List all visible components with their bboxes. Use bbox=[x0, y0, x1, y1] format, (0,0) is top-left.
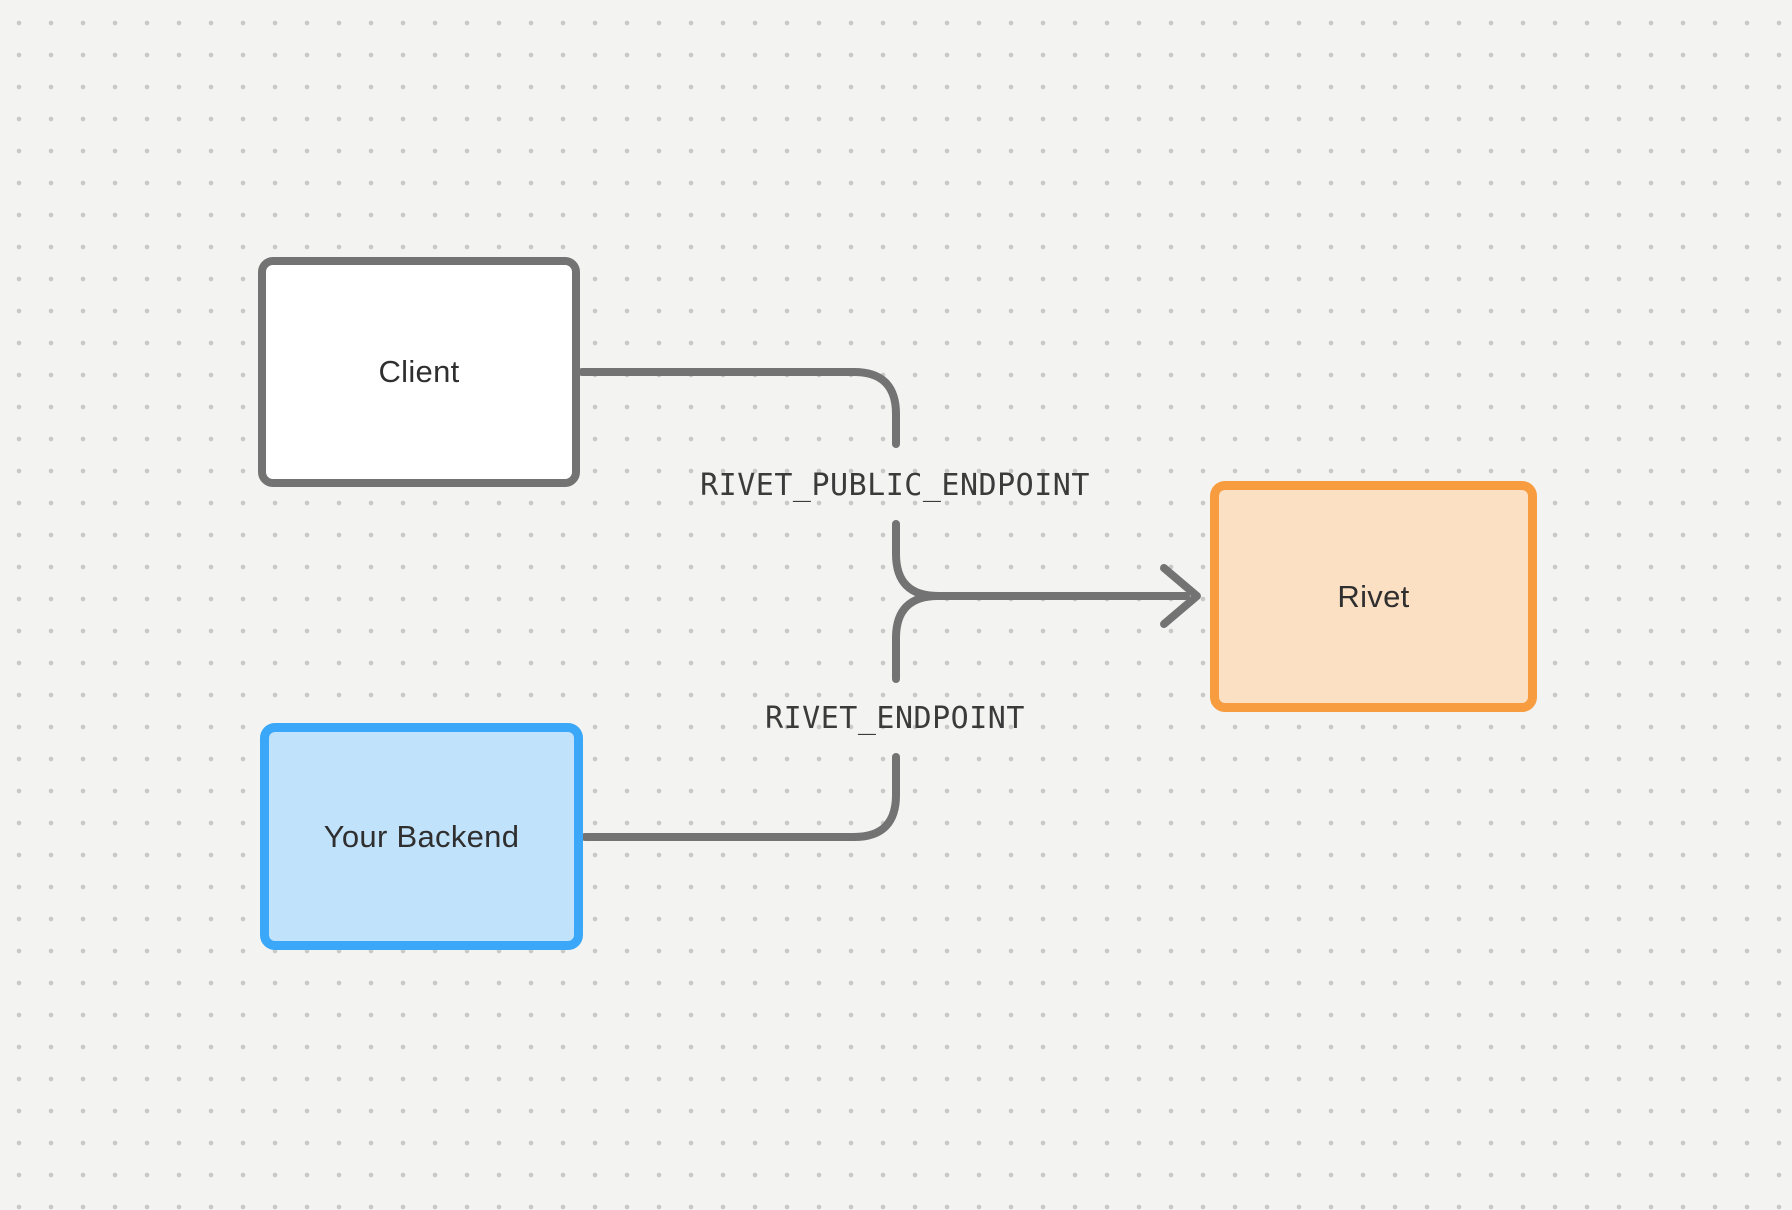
node-rivet: Rivet bbox=[1210, 481, 1537, 712]
connector-backend-out bbox=[581, 753, 900, 841]
node-client: Client bbox=[258, 257, 580, 487]
edge-label-rivet-public-endpoint: RIVET_PUBLIC_ENDPOINT bbox=[700, 468, 1090, 503]
connector-client-merge bbox=[892, 520, 942, 600]
connector-backend-merge bbox=[892, 592, 942, 683]
node-your-backend-label: Your Backend bbox=[323, 818, 520, 854]
edge-label-rivet-endpoint: RIVET_ENDPOINT bbox=[765, 701, 1025, 736]
node-client-label: Client bbox=[378, 354, 460, 389]
connector-client-out bbox=[578, 368, 900, 448]
node-your-backend: Your Backend bbox=[260, 723, 583, 950]
node-rivet-label: Rivet bbox=[1337, 578, 1410, 614]
arrow-head-icon bbox=[1160, 564, 1201, 628]
